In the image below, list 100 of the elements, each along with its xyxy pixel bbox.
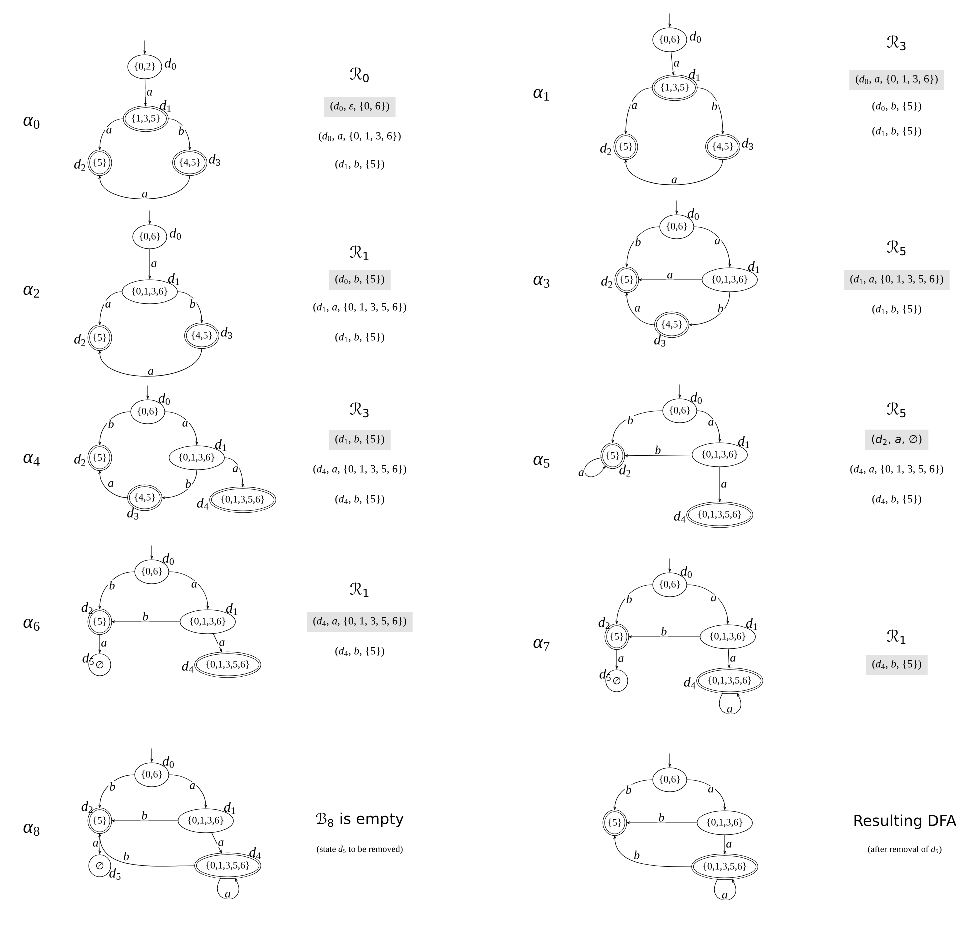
edge-label: a [217,840,226,848]
state-name: d$_{2}$ [82,602,93,614]
edge-label: b [184,478,192,490]
edge-label: b [626,415,635,426]
tuple-text: (d$_{4}$, a, {0, 1, 3, 5, 6}) [850,465,944,475]
tuple-text: (d$_{1}$, a, {0, 1, 3, 5, 6}) [314,303,406,313]
panel-label: α$_{0}$ [24,117,40,129]
accepting-state: {5} [88,444,112,472]
edge-label: b [654,444,662,456]
edge-label: b [108,781,117,792]
heading-text: Resulting DFA [854,814,957,830]
state-name: d$_{0}$ [170,228,182,240]
state-name: d$_{5}$ [110,868,121,880]
accepting-state: {5} [602,810,628,836]
tuple-text: (d$_{4}$, a, {0, 1, 3, 5, 6}) [314,465,406,475]
state-name: d$_{2}$ [74,159,86,171]
accepting-state: {5} [88,324,112,352]
edge-label: a [141,190,149,199]
tuple-text: (d$_{1}$, b, {5}) [336,160,384,170]
state-name: d$_{5}$ [600,669,611,681]
edge-label: a [232,466,240,474]
edge-label: a [190,581,198,589]
tuple-text: (d$_{1}$, b, {5}) [336,333,384,343]
accepting-state: {0,1,3,5,6} [696,668,764,694]
edge-label: a [224,891,232,899]
tuple-text: (d$_{4}$, b, {5}) [336,495,384,505]
edge-label: a [707,786,716,794]
transition-arrow [624,158,724,186]
accepting-state: {0,1,3,5,6} [686,502,754,528]
state-name: d$_{5}$ [82,653,94,665]
highlighted-tuple: (d$_{0}$, a, {0, 1, 3, 6}) [850,70,944,90]
panel-label: α$_{8}$ [24,824,40,836]
state-name: d$_{3}$ [742,138,754,150]
state-name: d$_{3}$ [209,154,220,166]
edge-label: b [108,580,116,591]
highlighted-tuple: (d$_{4}$, a, {0, 1, 3, 5, 6}) [307,612,413,632]
state-name: d$_{4}$ [684,677,696,689]
edge-label: a [707,419,716,427]
edge-label: a [634,305,642,313]
tuple-text: (d$_{4}$, b, {5}) [872,495,922,505]
accepting-state: {5} [614,134,638,160]
edge-label: a [670,176,678,185]
edge-label: a [729,655,738,663]
state-name: d$_{0}$ [690,31,702,43]
edge-label: b [660,626,668,637]
highlighted-tuple: (d$_{0}$, b, {5}) [329,270,391,290]
edge-label: a [630,102,639,110]
loop-arrow [714,878,736,901]
transition-arrow [98,174,190,200]
edge-label: a [105,127,114,135]
edge-label: b [716,303,725,314]
edge-label: a [146,89,154,97]
edge-label: a [147,368,155,376]
set-heading: ℛ$_{3}$ [887,35,906,51]
edge-label: b [107,418,116,430]
state-name: d$_{3}$ [221,327,232,339]
edge-label: b [188,298,197,310]
highlighted-tuple: (d$_{4}$, b, {5}) [866,655,928,675]
highlighted-tuple: (d$_{2}$, a, ∅) [865,430,929,450]
edge-label: b [177,126,186,136]
accepting-state: {0,1,3,5,6} [194,652,262,678]
edge-label: b [710,101,719,112]
loop-arrow [719,692,742,715]
edge-label: a [92,840,100,848]
edge-label: b [624,784,633,796]
state-name: d$_{4}$ [250,847,261,860]
tuple-text: (d$_{1}$, b, {5}) [872,127,922,137]
tuple-text: (d$_{4}$, b, {5}) [336,647,384,657]
edge-label: a [150,260,158,268]
edge-label: a [100,640,108,648]
panel-label: α$_{7}$ [534,639,550,651]
edge-label: b [122,851,130,862]
edge-label: a [104,301,112,309]
heading-text: ℬ$_{8}$ is empty [316,812,404,828]
edge-label: a [617,656,626,664]
edge-label: b [633,850,642,860]
edge-label: b [658,812,666,823]
tuple-text: (d$_{0}$, b, {5}) [872,102,922,112]
highlighted-tuple: (d$_{1}$, a, {0, 1, 3, 5, 6}) [844,270,950,290]
edge-label: b [625,594,634,605]
state-name: d$_{2}$ [598,617,610,630]
accepting-state: {5} [88,150,112,176]
state-name: d$_{4}$ [197,498,209,510]
state-name: d$_{2}$ [74,334,86,346]
panel-label: α$_{5}$ [534,456,550,468]
transition-arrow [98,348,202,377]
set-heading: ℛ$_{1}$ [350,582,369,598]
edge-label: b [634,236,642,248]
state-name: d$_{2}$ [600,143,612,155]
state-name: d$_{2}$ [82,801,93,814]
loop-arrow [217,878,240,900]
edge-label: a [725,841,734,849]
edge-label: a [188,782,197,790]
state-name: d$_{2}$ [602,276,612,288]
state-name: d$_{4}$ [182,661,194,673]
accepting-state: {4,5} [706,134,740,160]
edge-label: a [721,892,729,900]
note-text: (state d$_{5}$ to be removed) [317,846,403,854]
edge-label: a [726,706,734,714]
state-name: d$_{2}$ [74,454,86,466]
